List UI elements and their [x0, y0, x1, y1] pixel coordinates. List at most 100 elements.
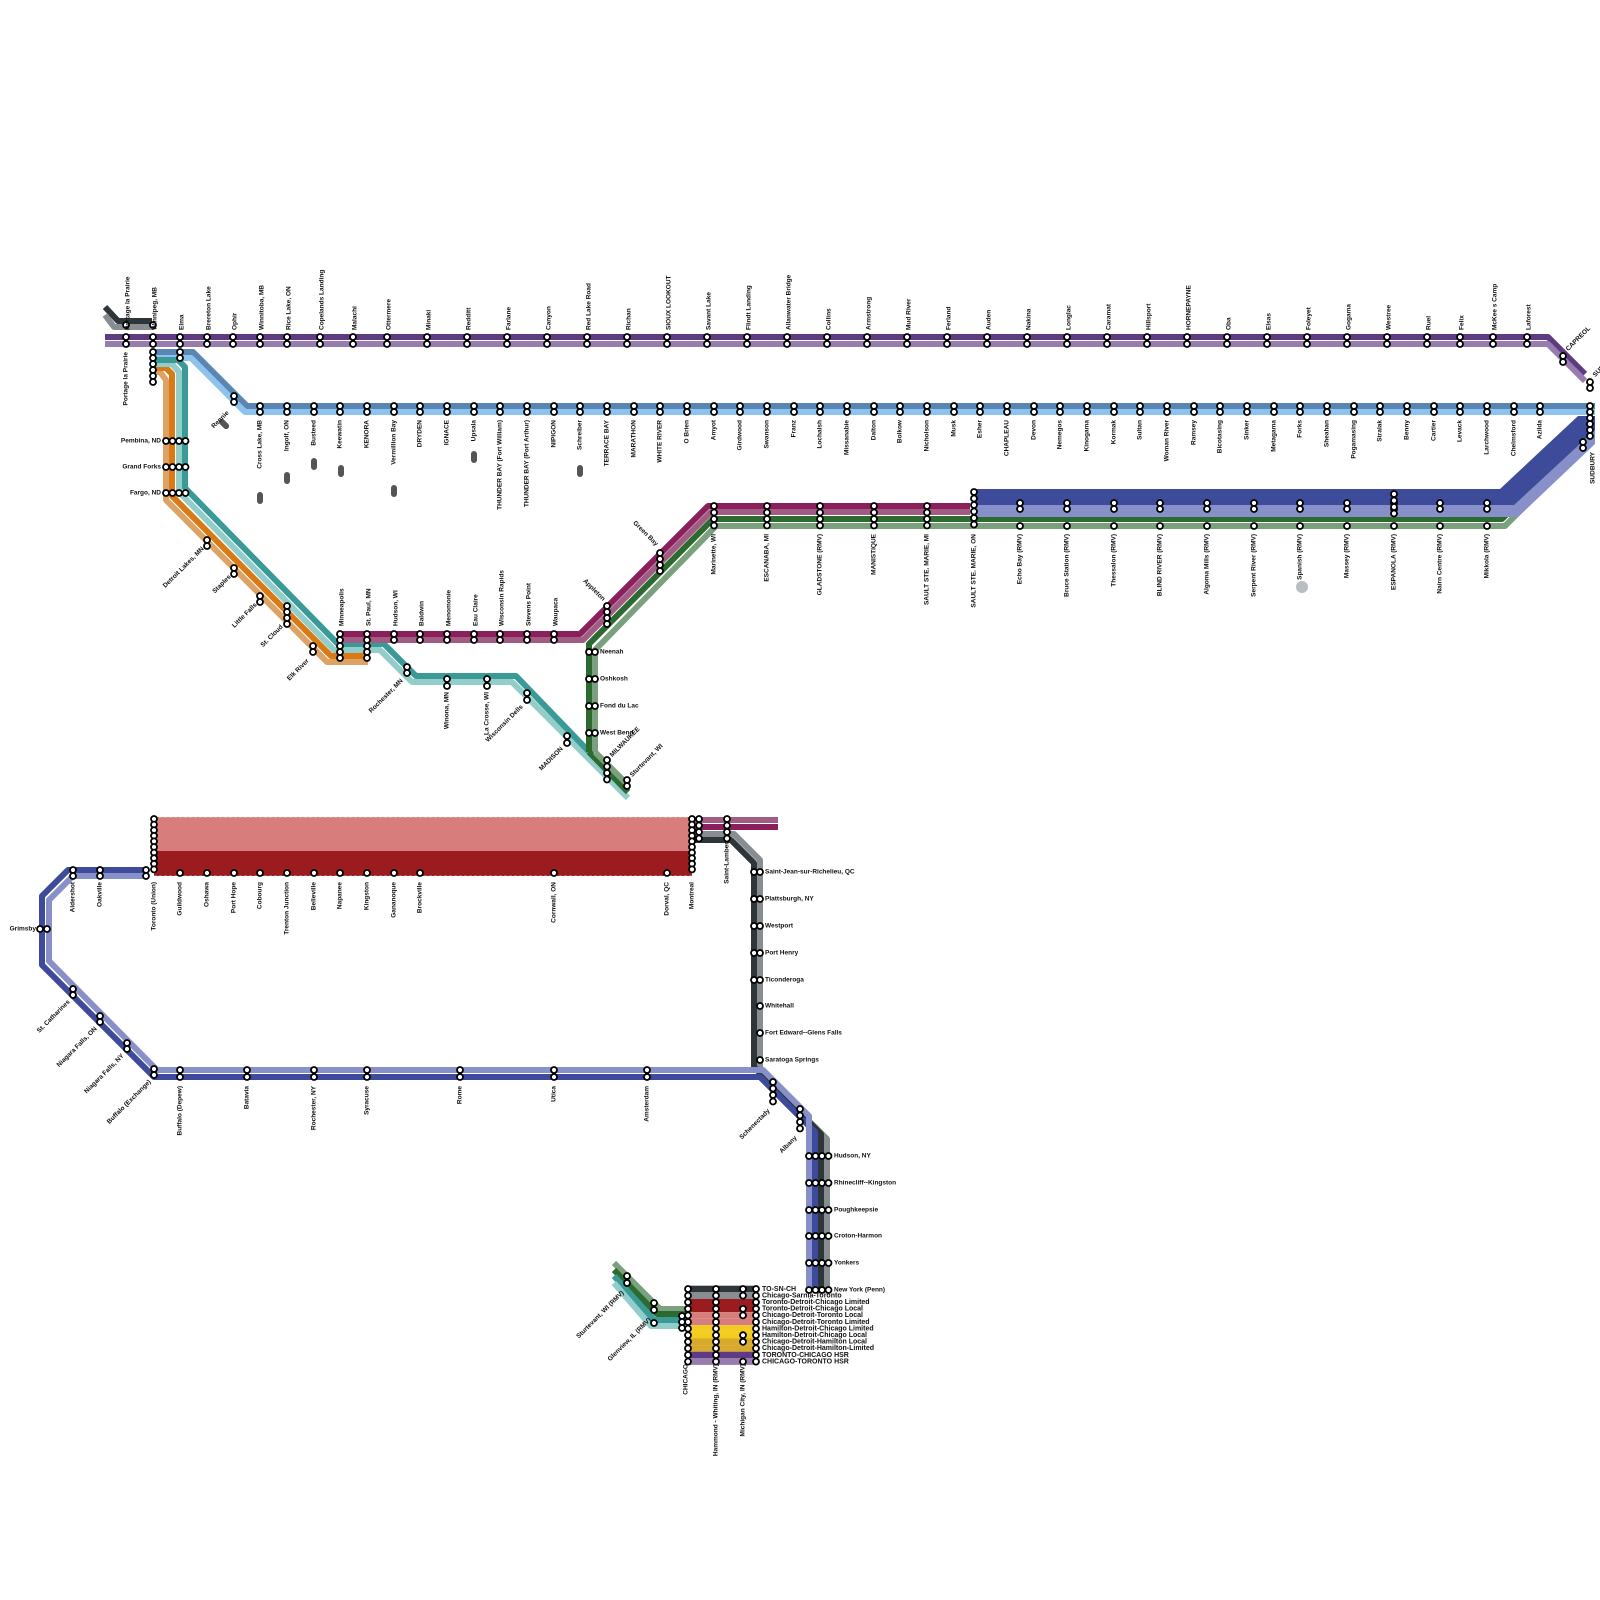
station-marker-south [576, 408, 584, 416]
legend-station-marker [684, 1291, 692, 1300]
station-marker [496, 630, 504, 638]
station-marker [870, 508, 878, 517]
station-marker [710, 521, 718, 530]
legend-station-marker [684, 1324, 692, 1333]
station-marker [623, 1279, 631, 1287]
station-marker [123, 1039, 131, 1047]
station-label: ESPANOLA (RMV) [1391, 534, 1398, 590]
station-marker [550, 1066, 558, 1074]
station-label: SAULT STE. MARIE, MI [924, 534, 931, 605]
station-marker [483, 682, 491, 690]
station-marker-north [1303, 333, 1311, 341]
station-label: Chelmsford [1511, 420, 1518, 456]
station-label: Portage la Prairie [123, 352, 130, 406]
station-marker [763, 508, 771, 517]
station-label: Amyot [711, 419, 718, 440]
legend-swatch [688, 1351, 756, 1359]
station-marker [69, 985, 77, 993]
station-marker-north [1383, 340, 1391, 348]
station-marker [769, 1091, 777, 1099]
station-marker-north [903, 340, 911, 348]
station-label: Brereton Lake [206, 286, 213, 330]
station-marker [470, 636, 478, 644]
station-marker-north [543, 333, 551, 341]
legend-station-marker [752, 1331, 760, 1340]
station-label: Albany [778, 1134, 799, 1155]
station-marker [142, 872, 150, 880]
station-marker [756, 895, 764, 903]
station-marker [1156, 505, 1164, 513]
station-label: Ramsey [1191, 420, 1198, 445]
station-label: Swanson [764, 420, 771, 449]
station-marker [656, 549, 664, 557]
station-label: Stralak [1377, 420, 1384, 442]
station-label: Upsala [471, 420, 478, 442]
legend-station-marker [752, 1291, 760, 1300]
station-marker [870, 515, 878, 523]
legend-label: Toronto-Detroit-Chicago Local [762, 1306, 863, 1313]
station-marker [523, 636, 531, 644]
station-label: TERRACE BAY [604, 419, 611, 466]
station-label: MANISTIQUE [871, 533, 878, 574]
station-label: Montreal [689, 882, 696, 909]
station-marker [591, 702, 599, 710]
station-marker [1296, 522, 1304, 530]
station-marker-north [1456, 333, 1464, 341]
station-label: DRYDEN [417, 420, 424, 448]
station-marker [710, 508, 718, 517]
station-marker [563, 732, 571, 740]
station-marker [390, 630, 398, 638]
station-marker [523, 630, 531, 638]
station-label: WHITE RIVER [657, 420, 664, 463]
station-label: Green Bay [631, 520, 659, 548]
station-marker [816, 508, 824, 517]
station-label: Hudson, NY [834, 1153, 871, 1160]
legend-station-marker [684, 1318, 692, 1326]
station-label: Mikkola (RMV) [1484, 534, 1491, 578]
station-marker-south [1136, 408, 1144, 416]
station-label: O Brien [684, 420, 691, 444]
station-marker [623, 782, 631, 790]
station-label: Farlane [506, 306, 513, 330]
station-marker [688, 865, 696, 874]
station-marker-north [349, 333, 357, 341]
station-marker [1586, 384, 1594, 392]
station-marker [69, 991, 77, 999]
station-marker [283, 608, 291, 616]
station-label: Winnipeg, MB [152, 287, 159, 330]
legend-label: CHICAGO-TORONTO HSR [762, 1358, 849, 1365]
station-marker [363, 1066, 371, 1074]
station-marker [811, 1206, 820, 1214]
station-marker [283, 869, 291, 877]
station-label: GLADSTONE (RMV) [817, 534, 824, 595]
station-marker-north [863, 333, 871, 341]
station-marker-south [1510, 408, 1518, 416]
station-marker [923, 502, 931, 510]
station-marker [1390, 496, 1398, 505]
station-marker [149, 378, 157, 386]
station-marker-redriver [168, 437, 177, 445]
station-marker [756, 868, 764, 876]
station-marker-redriver [175, 463, 183, 471]
station-label: St. Catharines [36, 998, 72, 1034]
station-marker [416, 869, 424, 877]
station-marker-north [149, 340, 157, 348]
station-label: Pembina, ND [121, 438, 161, 445]
station-marker [243, 1066, 251, 1074]
station-label: Syracuse [364, 1086, 371, 1115]
station-marker [1579, 444, 1587, 452]
station-marker [1436, 505, 1444, 513]
station-marker-north [1489, 340, 1497, 348]
station-marker [870, 502, 878, 510]
legend-station-marker [684, 1285, 692, 1293]
station-label: Cobourg [257, 882, 264, 909]
station-marker-redriver [175, 489, 183, 497]
station-marker [363, 1073, 371, 1081]
station-marker [650, 1319, 658, 1327]
station-marker [603, 762, 611, 771]
station-marker-north [176, 333, 184, 341]
legend-swatch [688, 1331, 756, 1339]
station-marker [623, 776, 631, 784]
station-marker [550, 630, 558, 638]
